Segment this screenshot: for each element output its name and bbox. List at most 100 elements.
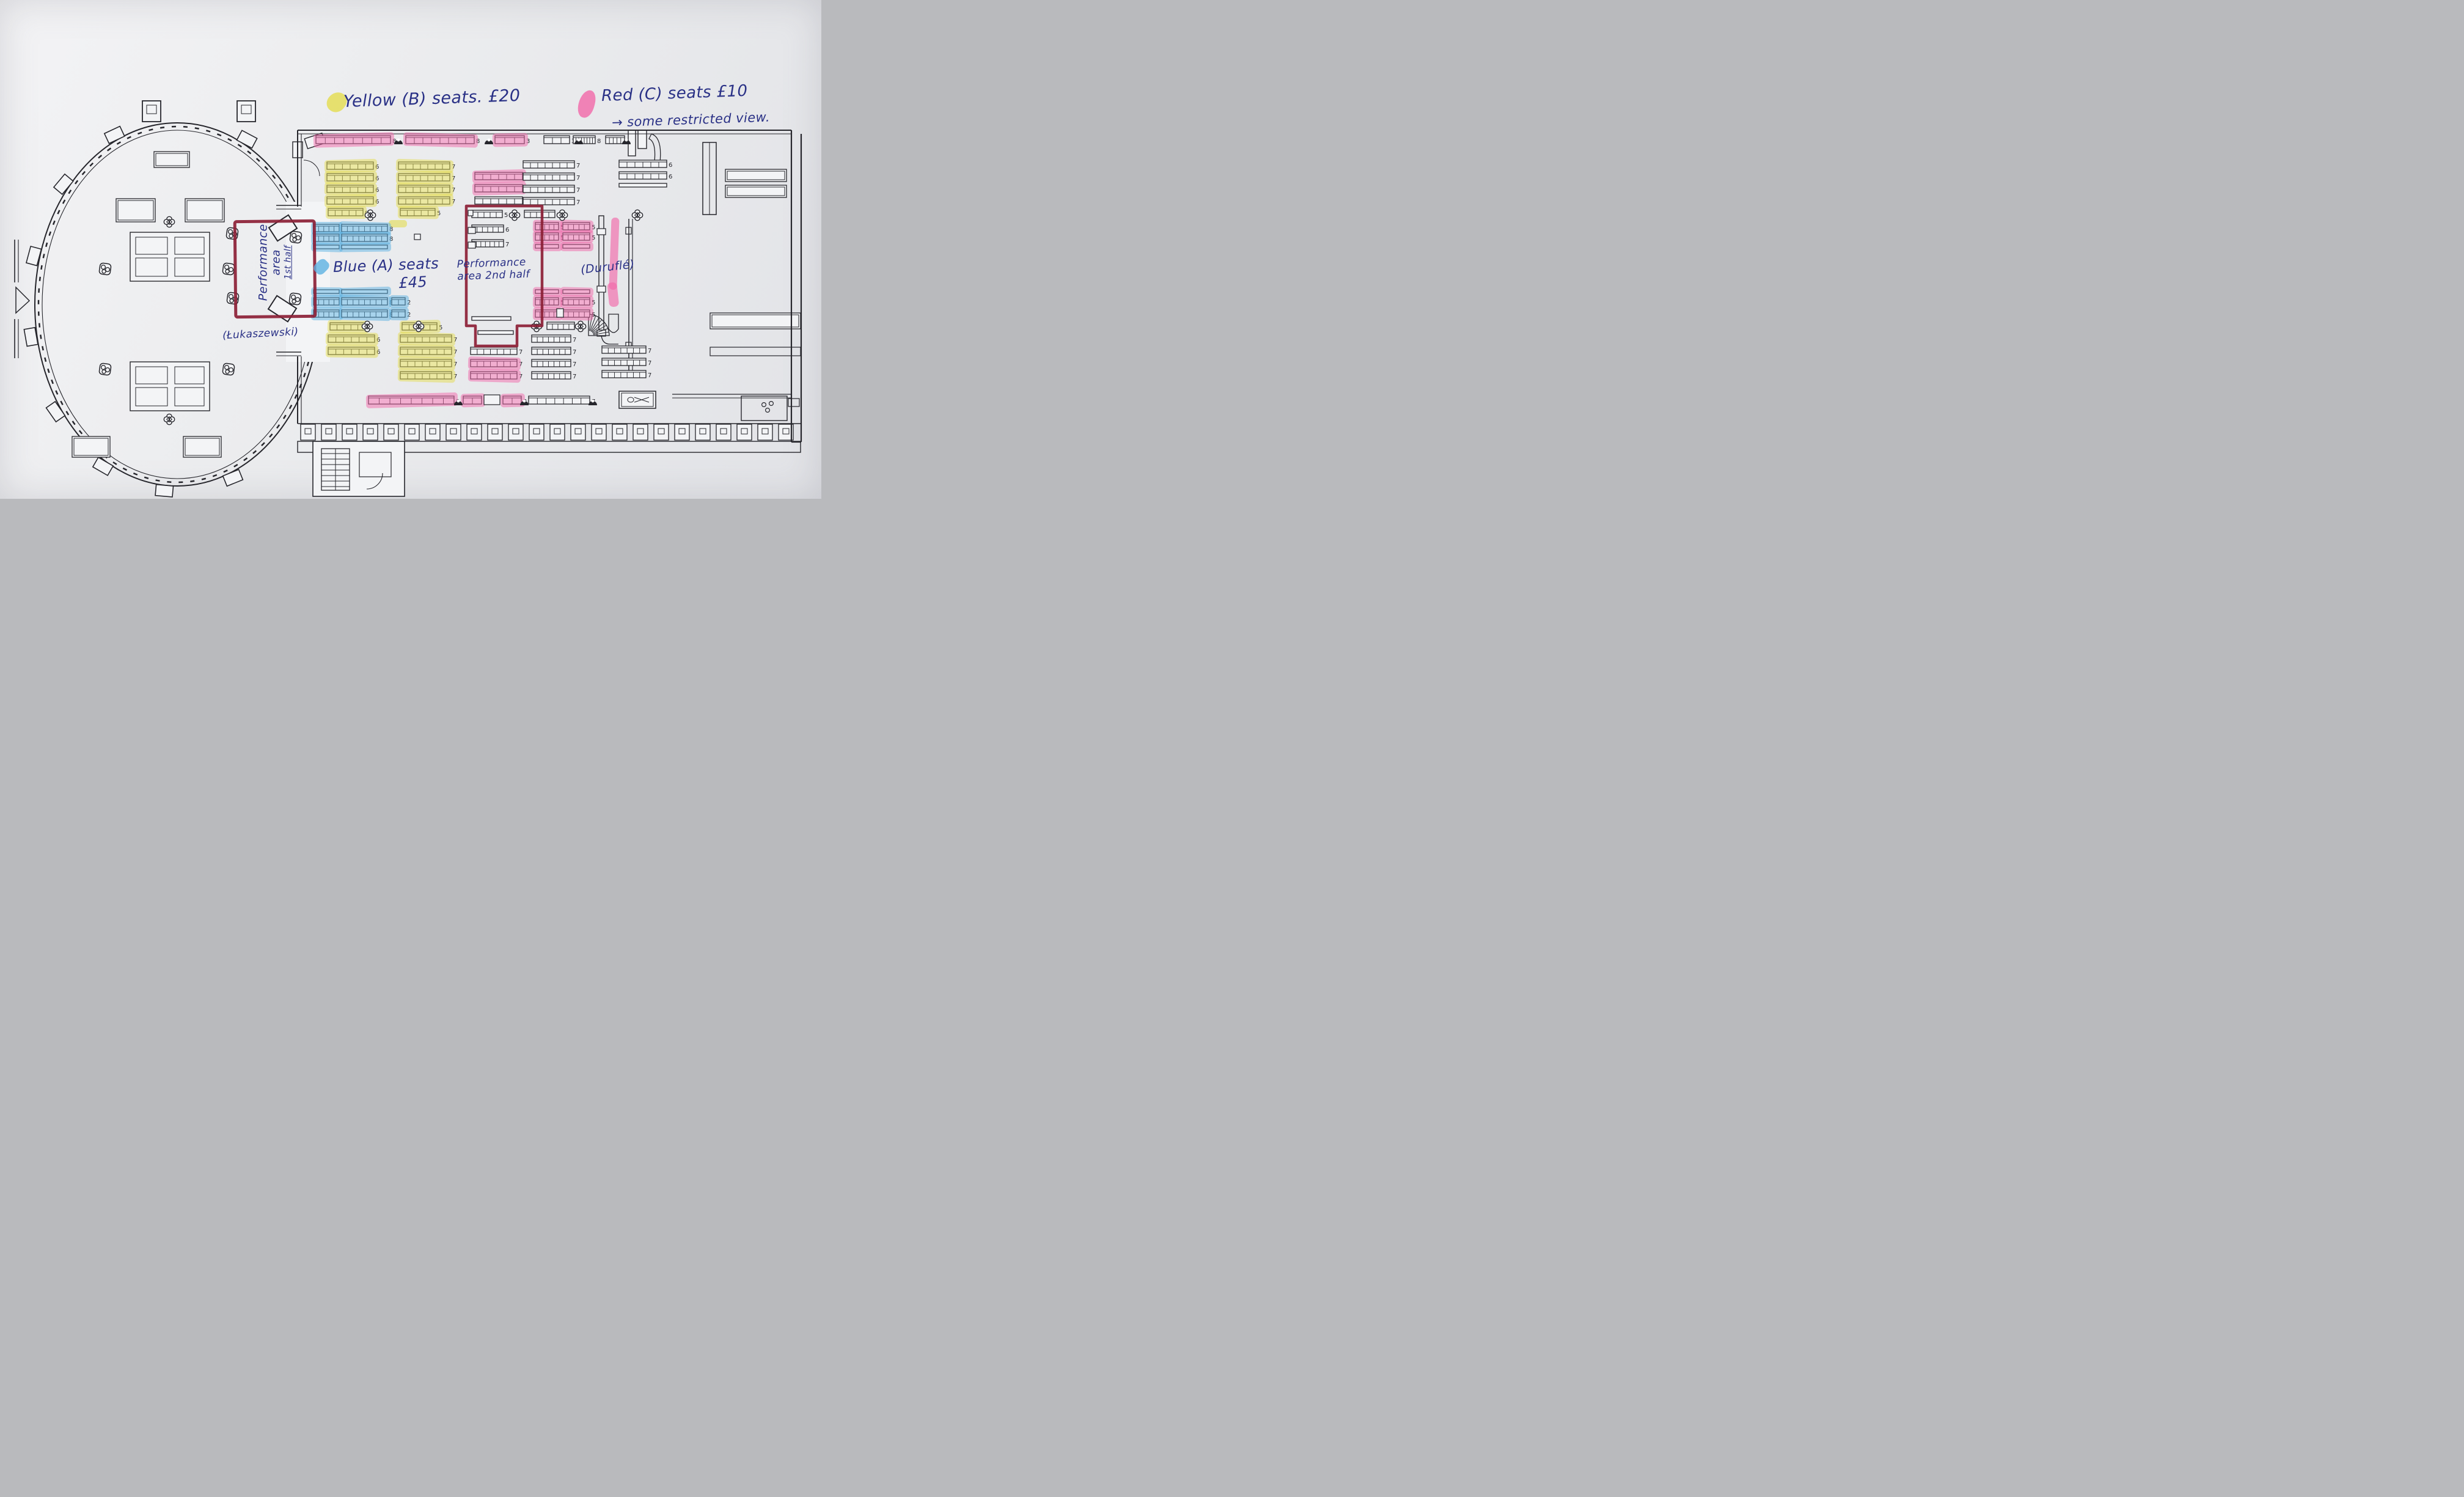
seat-bench: 7 <box>528 395 595 405</box>
perf1-line1: Performance <box>256 224 270 301</box>
column-cluster <box>288 292 302 306</box>
highlight-stroke <box>532 307 563 321</box>
seat-bench: 5 <box>471 210 508 219</box>
highlight-stroke <box>324 158 378 174</box>
svg-text:6: 6 <box>669 162 672 169</box>
column-cluster <box>226 292 240 305</box>
seat-bench: 5 <box>560 307 595 321</box>
seat-bench <box>471 316 512 321</box>
column-cluster <box>222 262 235 276</box>
highlight-stroke <box>460 393 486 408</box>
blue-seats-price: £45 <box>398 273 428 292</box>
highlight-stroke <box>532 230 563 244</box>
seat-bench: 7 <box>395 182 455 196</box>
seat-bench: 7 <box>470 347 522 356</box>
column-cluster <box>222 362 235 376</box>
svg-text:3: 3 <box>526 138 530 145</box>
svg-text:8: 8 <box>392 138 396 145</box>
highlight-stroke <box>560 230 594 244</box>
highlight-stroke <box>500 393 526 408</box>
highlight-stroke <box>339 232 391 245</box>
highlight-stroke <box>472 181 527 196</box>
performance-area-1-label: Performance area 1st half <box>257 218 293 307</box>
seat-bench: 7 <box>531 334 576 344</box>
seat-bench: 3 <box>492 133 530 147</box>
seat-bench: 7 <box>522 160 580 169</box>
seat-bench <box>560 287 594 297</box>
seat-bench: 2 <box>389 307 411 321</box>
svg-text:7: 7 <box>519 373 522 380</box>
highlight-stroke <box>395 158 454 174</box>
column-cluster <box>226 227 239 240</box>
highlight-stroke <box>324 171 377 184</box>
svg-text:6: 6 <box>376 349 380 356</box>
svg-text:7: 7 <box>648 360 651 367</box>
seat-section-north-wall-row: 88338 <box>313 132 625 148</box>
highlight-stroke <box>560 219 594 234</box>
svg-text:7: 7 <box>573 349 576 356</box>
seat-bench: 6 <box>474 196 528 205</box>
highlight-stroke <box>389 307 409 321</box>
svg-text:6: 6 <box>375 187 379 194</box>
svg-text:5: 5 <box>437 210 441 217</box>
chapter-house <box>14 100 330 498</box>
highlight-stroke <box>325 332 379 346</box>
highlight-stroke <box>533 242 562 251</box>
highlight-stroke <box>310 287 343 297</box>
seat-bench: 7 <box>531 371 576 380</box>
seat-bench <box>560 242 593 251</box>
highlight-stroke <box>339 286 392 298</box>
seat-section-south-wall-row: 8227 <box>365 392 595 408</box>
seat-bench: 6 <box>324 194 379 208</box>
seat-bench <box>533 242 562 251</box>
svg-text:7: 7 <box>573 337 576 344</box>
seat-bench: 8 <box>313 132 396 148</box>
svg-text:7: 7 <box>505 241 509 248</box>
highlight-stroke <box>532 295 563 309</box>
arch-niche <box>588 399 597 405</box>
perf1-line2: area <box>270 249 283 276</box>
seat-bench: 7 <box>601 345 651 355</box>
quatrefoil-pier <box>508 209 521 221</box>
highlight-stroke <box>403 132 479 148</box>
highlight-stroke <box>397 344 456 359</box>
arch-niche <box>454 399 463 405</box>
seat-bench: 7 <box>522 197 580 206</box>
highlight-stroke <box>311 307 343 320</box>
seat-bench: 7 <box>531 347 576 356</box>
seat-bench: 7 <box>397 356 457 371</box>
perf1-line3: 1st half <box>283 245 293 280</box>
seat-bench: 7 <box>397 331 457 347</box>
seat-bench: 6 <box>325 344 380 358</box>
highlight-stroke <box>313 132 395 148</box>
seat-bench <box>339 286 392 298</box>
floor-plan-drawing: 8833866665777756667777566555588882256657… <box>14 100 802 498</box>
seat-section-nave-n-col5: 66 <box>618 160 672 188</box>
quatrefoil-pier <box>556 209 568 221</box>
highlight-stroke <box>310 242 343 252</box>
seat-bench <box>532 287 563 297</box>
svg-text:6: 6 <box>375 164 379 171</box>
seat-bench <box>618 183 667 188</box>
highlight-stroke <box>472 169 527 184</box>
arch-niche <box>394 138 403 144</box>
seat-bench: 6 <box>618 160 672 169</box>
seat-bench: 7 <box>471 239 509 248</box>
highlight-stroke <box>339 294 392 309</box>
highlight-stroke <box>468 368 521 383</box>
arch-niche <box>485 138 493 144</box>
svg-text:7: 7 <box>576 187 580 194</box>
highlight-stroke <box>397 356 456 371</box>
svg-text:7: 7 <box>452 164 455 171</box>
svg-text:7: 7 <box>453 349 457 356</box>
highlight-stroke <box>339 306 392 322</box>
quatrefoil-pier <box>163 413 175 425</box>
seat-bench: 6 <box>324 171 379 184</box>
seat-bench <box>477 330 514 335</box>
column-cluster <box>98 362 112 376</box>
seat-section-nave-sw-col1: 566 <box>325 320 380 358</box>
highlight-stroke <box>532 287 563 297</box>
svg-text:8: 8 <box>389 226 393 233</box>
quatrefoil-pier <box>163 216 175 228</box>
